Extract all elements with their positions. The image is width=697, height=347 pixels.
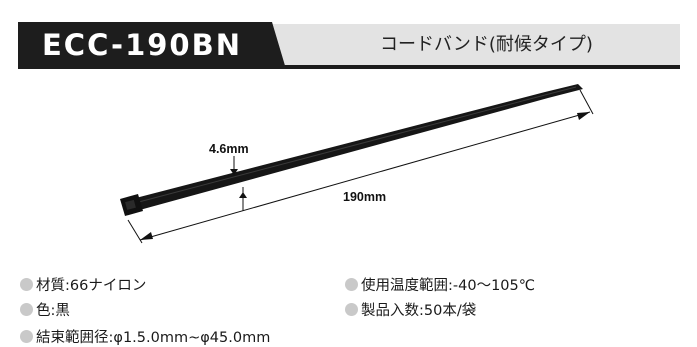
cable-tie-head-slot bbox=[125, 199, 136, 210]
length-label: 190mm bbox=[343, 190, 387, 204]
length-arrow-left bbox=[140, 232, 153, 240]
cable-tie-strap bbox=[128, 84, 583, 211]
bullet-icon bbox=[20, 278, 33, 291]
cable-tie-diagram bbox=[120, 84, 594, 244]
width-arrow-bottom bbox=[239, 192, 247, 198]
product-figure: 4.6mm 190mm bbox=[0, 70, 697, 260]
bullet-icon bbox=[20, 303, 33, 316]
product-header: ECC-190BN コードバンド(耐候タイプ) bbox=[18, 22, 680, 69]
cable-tie-highlight bbox=[134, 86, 577, 204]
spec-quantity: 製品入数:50本/袋 bbox=[345, 299, 476, 320]
length-arrow-right bbox=[577, 112, 590, 120]
length-dim-line bbox=[139, 111, 591, 241]
spec-material: 材質:66ナイロン bbox=[20, 274, 146, 295]
model-number: ECC-190BN bbox=[18, 22, 286, 69]
bullet-icon bbox=[345, 303, 358, 316]
length-ext-left bbox=[127, 219, 143, 244]
spec-color: 色:黒 bbox=[20, 299, 70, 320]
spec-temperature: 使用温度範囲:-40〜105℃ bbox=[345, 274, 535, 295]
product-name: コードバンド(耐候タイプ) bbox=[380, 34, 593, 55]
width-label: 4.6mm bbox=[209, 142, 249, 156]
length-ext-right bbox=[579, 89, 594, 115]
bullet-icon bbox=[345, 278, 358, 291]
width-arrow-top bbox=[230, 169, 238, 175]
